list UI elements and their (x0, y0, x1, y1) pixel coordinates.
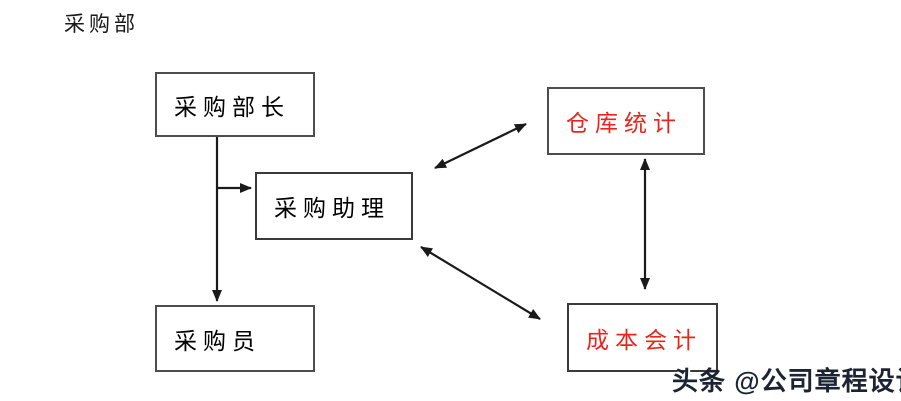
node-purchasing-director: 采购部长 (155, 72, 315, 137)
page-title: 采购部 (64, 12, 139, 36)
node-warehouse-statistics: 仓库统计 (547, 87, 705, 155)
node-cost-accounting: 成本会计 (567, 303, 718, 372)
node-purchasing-assistant-label: 采购助理 (274, 195, 390, 221)
node-purchaser: 采购员 (155, 305, 315, 372)
edge-assistant-warehouse-double (434, 123, 527, 169)
edge-assistant-cost-double (420, 246, 541, 320)
node-cost-accounting-label: 成本会计 (586, 326, 702, 353)
node-purchaser-label: 采购员 (174, 327, 261, 354)
watermark: 头条 @公司章程设计 (672, 366, 901, 396)
node-purchasing-assistant: 采购助理 (255, 172, 413, 240)
node-purchasing-director-label: 采购部长 (174, 93, 290, 120)
node-warehouse-statistics-label: 仓库统计 (566, 110, 682, 136)
